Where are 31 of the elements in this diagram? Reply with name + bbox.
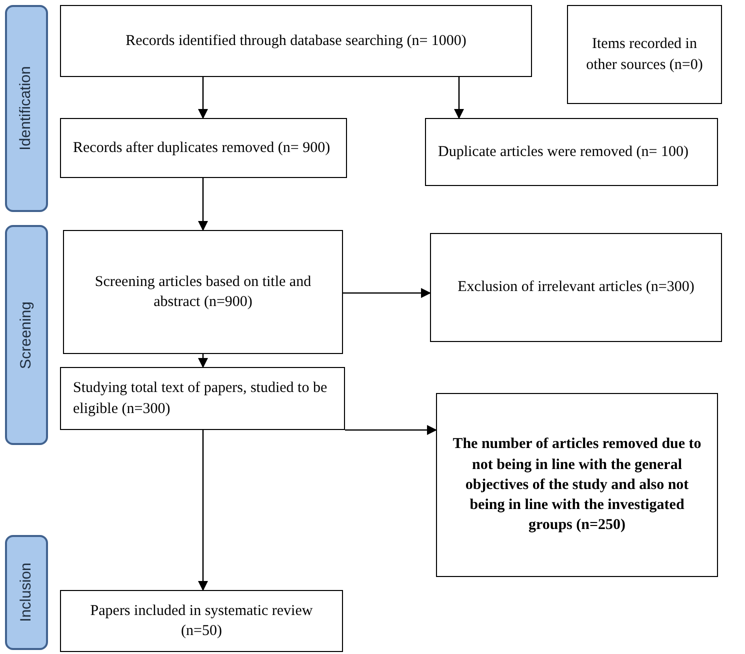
arrow bbox=[198, 178, 208, 231]
box-text: The number of articles removed due to not being in line with the general objectives of the study and also not being in line with the investigated groups (n=250) bbox=[452, 435, 702, 536]
stage-label: Inclusion bbox=[16, 562, 36, 622]
process-box bbox=[60, 367, 345, 430]
arrow bbox=[343, 288, 431, 298]
box-text: Records identified through database searching (n= 1000) bbox=[126, 32, 466, 51]
stage-label: Screening bbox=[16, 301, 36, 369]
arrow bbox=[345, 425, 437, 435]
box-text: Records after duplicates removed (n= 900) bbox=[73, 138, 330, 158]
box-text: Exclusion of irrelevant articles (n=300) bbox=[458, 278, 694, 298]
box-text: Papers included in systematic review (n=50) bbox=[89, 602, 314, 641]
box-text: Items recorded in other sources (n=0) bbox=[585, 35, 704, 74]
arrow bbox=[454, 77, 464, 119]
process-box bbox=[425, 118, 718, 186]
process-box bbox=[63, 230, 343, 354]
process-box bbox=[436, 393, 718, 577]
stage-band bbox=[5, 5, 48, 212]
stage-label: Identification bbox=[16, 66, 36, 151]
process-box bbox=[60, 590, 343, 652]
process-box bbox=[60, 118, 347, 178]
stage-band bbox=[5, 225, 48, 445]
box-text: Studying total text of papers, studied to be eligible (n=300) bbox=[73, 379, 328, 418]
stage-band bbox=[5, 535, 48, 650]
arrow bbox=[198, 430, 208, 591]
arrow bbox=[198, 354, 208, 368]
process-box bbox=[430, 233, 722, 342]
box-text: Screening articles based on title and abstract (n=900) bbox=[94, 272, 312, 312]
arrow bbox=[198, 77, 208, 119]
process-box bbox=[567, 5, 722, 104]
box-text: Duplicate articles were removed (n= 100) bbox=[438, 142, 688, 162]
process-box bbox=[60, 5, 532, 77]
